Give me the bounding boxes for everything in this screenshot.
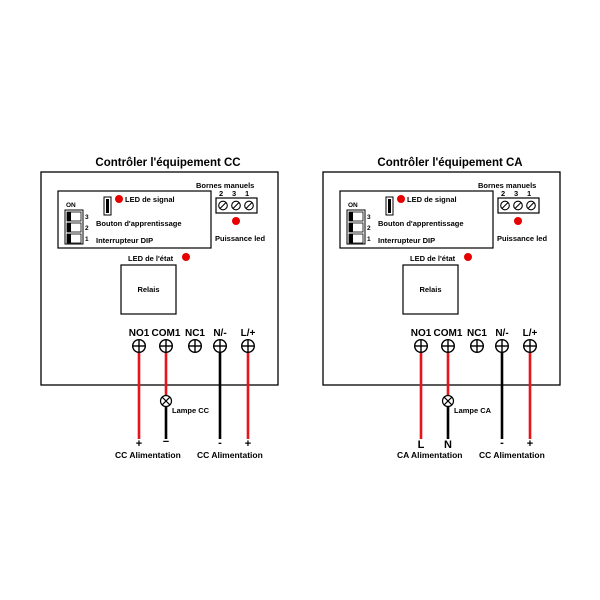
manual-terminal-number: 2 [501, 189, 505, 198]
manual-screw-icon [500, 200, 510, 211]
dip-number: 3 [367, 214, 371, 221]
power-led-label: Puissance led [215, 234, 265, 243]
polarity-mark: N [444, 439, 452, 451]
terminal-label-com1: COM1 [152, 328, 181, 339]
terminal-label-nc1: NC1 [185, 328, 205, 339]
power-led-label: Puissance led [497, 234, 547, 243]
polarity-mark: + [245, 438, 251, 450]
manual-screw-icon [513, 200, 523, 211]
panel-ac: Contrôler l'équipement CA ON 3 2 1 LED d… [322, 157, 561, 460]
relay-label: Relais [419, 285, 441, 294]
supply-label-right: CC Alimentation [197, 450, 263, 460]
polarity-mark: + [527, 438, 533, 450]
power-led-icon [232, 217, 240, 225]
terminal-label-nc1: NC1 [467, 328, 487, 339]
dip-number: 3 [85, 214, 89, 221]
lamp-icon [159, 394, 173, 408]
terminal-screw-icon [158, 339, 173, 354]
dip-on-label: ON [348, 202, 358, 209]
terminal-screw-icon [212, 339, 227, 354]
terminal-screw-icon [469, 339, 484, 354]
manual-terminal-number: 1 [527, 189, 531, 198]
manual-terminal-number: 3 [232, 189, 236, 198]
terminal-label-n: N/- [495, 328, 508, 339]
manual-terminal-number: 1 [245, 189, 249, 198]
terminal-screw-icon [494, 339, 509, 354]
dip-number: 2 [367, 225, 371, 232]
status-led-label: LED de l'état [410, 254, 456, 263]
manual-screw-icon [526, 200, 536, 211]
dip-switch-label: Interrupteur DIP [378, 236, 435, 245]
supply-label-right: CC Alimentation [479, 450, 545, 460]
supply-label-left: CC Alimentation [115, 450, 181, 460]
terminal-screw-icon [413, 339, 428, 354]
learn-button-label: Bouton d'apprentissage [378, 219, 464, 228]
supply-label-left: CA Alimentation [397, 450, 462, 460]
manual-terminals-label: Bornes manuels [196, 181, 254, 190]
dip-switch: ON 3 2 1 [64, 202, 89, 245]
signal-led-icon [397, 195, 405, 203]
dip-number: 2 [85, 225, 89, 232]
lamp-label: Lampe CC [172, 406, 210, 415]
dip-number: 1 [85, 236, 89, 243]
dip-knob-1 [349, 234, 353, 243]
terminal-label-n: N/- [213, 328, 226, 339]
lamp-icon [441, 394, 455, 408]
manual-terminal-number: 2 [219, 189, 223, 198]
terminal-screw-icon [187, 339, 202, 354]
manual-screw-icon [218, 200, 228, 211]
dip-knob-3 [349, 212, 353, 221]
dip-switch-label: Interrupteur DIP [96, 236, 153, 245]
dip-knob-2 [67, 223, 71, 232]
relay-label: Relais [137, 285, 159, 294]
terminal-label-no1: NO1 [129, 328, 150, 339]
dip-on-label: ON [66, 202, 76, 209]
polarity-mark: L [418, 439, 425, 451]
manual-screw-icon [231, 200, 241, 211]
manual-screw-icon [244, 200, 254, 211]
status-led-icon [464, 253, 472, 261]
panel-title: Contrôler l'équipement CC [95, 157, 240, 169]
dip-number: 1 [367, 236, 371, 243]
terminal-screw-icon [240, 339, 255, 354]
learn-button-label: Bouton d'apprentissage [96, 219, 182, 228]
signal-led-icon [115, 195, 123, 203]
polarity-mark: - [500, 437, 504, 449]
terminal-label-com1: COM1 [434, 328, 463, 339]
terminal-screw-icon [522, 339, 537, 354]
manual-terminals-label: Bornes manuels [478, 181, 536, 190]
dip-knob-2 [349, 223, 353, 232]
polarity-mark: - [218, 437, 222, 449]
led-signal-label: LED de signal [125, 195, 175, 204]
dip-knob-1 [67, 234, 71, 243]
dip-switch: ON 3 2 1 [346, 202, 371, 245]
terminal-screw-icon [440, 339, 455, 354]
terminal-label-l: L/+ [523, 328, 538, 339]
learn-button-core [106, 199, 109, 213]
lamp-label: Lampe CA [454, 406, 492, 415]
relay-box [120, 264, 177, 315]
panel-title: Contrôler l'équipement CA [377, 157, 522, 169]
panel-dc: Contrôler l'équipement CC ON 3 2 1 LED d… [40, 157, 279, 460]
terminal-label-no1: NO1 [411, 328, 432, 339]
led-signal-label: LED de signal [407, 195, 457, 204]
power-led-icon [514, 217, 522, 225]
terminal-screw-icon [131, 339, 146, 354]
polarity-mark: + [136, 438, 142, 450]
relay-box [402, 264, 459, 315]
dip-knob-3 [67, 212, 71, 221]
status-led-icon [182, 253, 190, 261]
polarity-mark: − [163, 436, 169, 448]
status-led-label: LED de l'état [128, 254, 174, 263]
manual-terminal-number: 3 [514, 189, 518, 198]
terminal-label-l: L/+ [241, 328, 256, 339]
learn-button-core [388, 199, 391, 213]
